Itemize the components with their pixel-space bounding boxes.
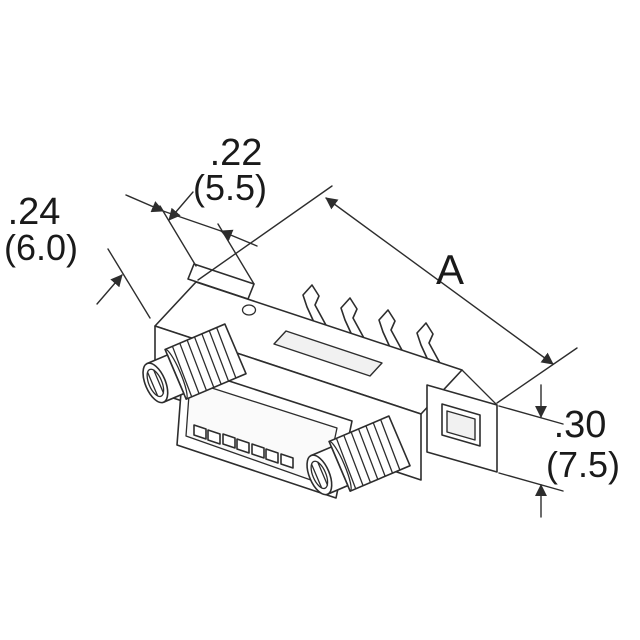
dimension-line [162,210,222,232]
dimension-left-offset: .24 (6.0) [4,191,194,319]
screw-barrel-arc [164,348,188,400]
extension-line [498,405,564,425]
jackscrew-lower [306,415,411,496]
end-cap-step-edge [461,369,498,406]
extension-line [496,347,578,404]
screw-thread-lines [335,419,401,490]
press-fit-leg [302,284,328,332]
contact-pin [280,453,294,469]
top-face-hole [241,304,257,316]
contact-pin [236,438,250,454]
extension-line [197,185,333,281]
jackscrew-upper [142,323,247,404]
end-cap [426,369,498,473]
contact-pin [265,448,279,464]
contact-row [193,424,294,469]
dimension-label-inch: .22 [210,132,263,174]
dimension-label-inch: .30 [554,404,607,446]
dimension-arrow [125,194,164,213]
dimension-arrow [96,274,123,305]
dimension-line [325,197,554,365]
dimension-label-mm: (7.5) [546,444,620,485]
dimension-label-mm: (6.0) [4,227,78,268]
screw-head-rim [146,368,165,398]
screw-slot [310,461,329,489]
dimension-label-inch: .24 [8,191,61,233]
dimension-top-width: .22 (5.5) [125,132,267,285]
screw-head [142,362,169,404]
dimension-overall-length: A [197,185,578,404]
contact-pin [251,443,265,459]
extension-line [107,248,151,319]
screw-barrel-arc [328,440,352,492]
contact-pin [222,433,236,449]
screw-thread-lines [171,327,237,398]
screw-slot [146,369,165,397]
screw-head [306,454,333,496]
dimension-label-mm: (5.5) [193,167,267,208]
dimension-arrow [168,191,194,221]
extension-line [498,472,564,492]
contact-pin [207,429,221,445]
dimension-label-length: A [436,246,464,293]
contact-pin [193,424,207,440]
end-cap-slot-inner [446,410,476,441]
dimension-right-height: .30 (7.5) [498,384,620,518]
screw-head-rim [310,460,329,490]
extension-line [159,205,197,267]
